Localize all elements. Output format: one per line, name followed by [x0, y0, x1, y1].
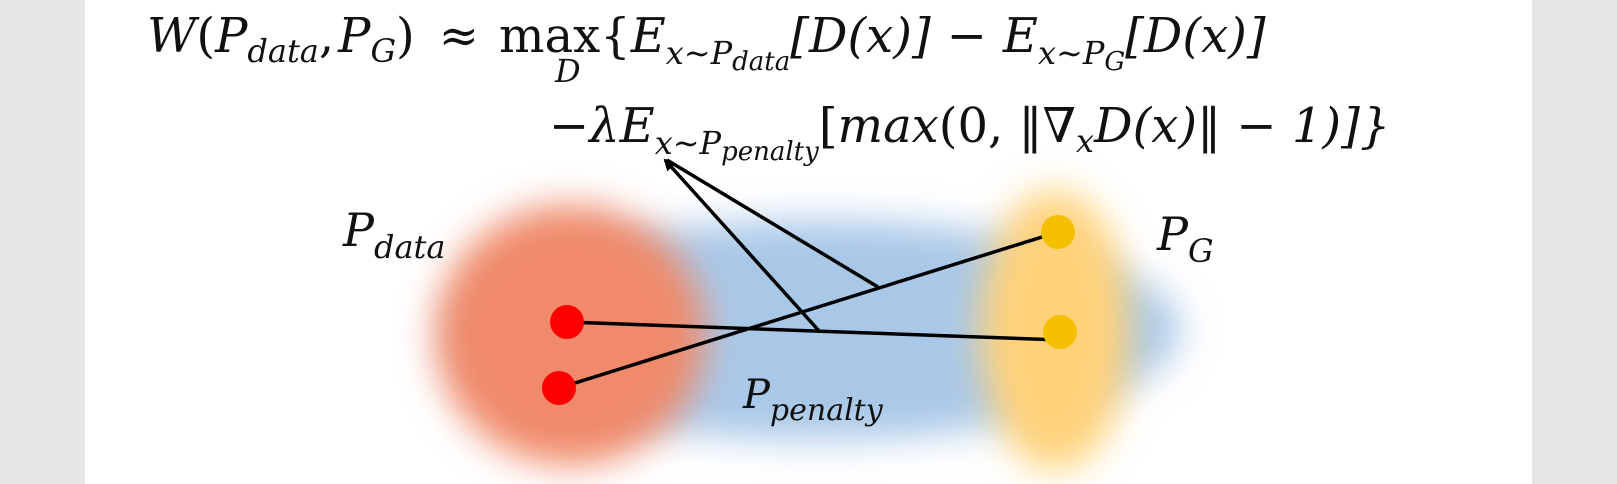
data-sample-point	[542, 371, 576, 405]
data-sample-point	[550, 305, 584, 339]
penalty-arrow-right	[666, 158, 879, 289]
p-penalty-label: Ppenalty	[742, 372, 884, 428]
sample-line-lower	[558, 230, 1059, 390]
slide-canvas: W(Pdata,PG)≈max{Ex∼Pdata[D(x)]−Ex∼PG[D(x…	[85, 0, 1532, 484]
formula-line-2: −λEx∼Ppenalty[max(0, ‖∇xD(x)‖ − 1)]}	[549, 98, 1390, 167]
sample-line-upper	[566, 320, 1061, 342]
generated-sample-point	[1041, 215, 1075, 249]
wgan-gp-diagram: W(Pdata,PG)≈max{Ex∼Pdata[D(x)]−Ex∼PG[D(x…	[147, 8, 1390, 470]
max-subscript: D	[554, 52, 581, 90]
penalty-arrow-left	[663, 158, 822, 334]
p-g-label: PG	[1156, 207, 1214, 270]
p-data-label: Pdata	[342, 203, 445, 266]
formula-line-1: W(Pdata,PG)≈max{Ex∼Pdata[D(x)]−Ex∼PG[D(x…	[147, 8, 1266, 77]
generated-sample-point	[1043, 315, 1077, 349]
